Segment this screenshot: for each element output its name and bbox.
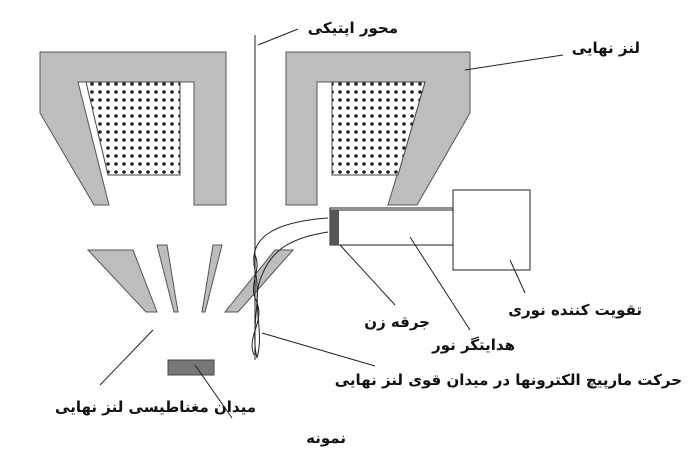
light-guide xyxy=(329,207,454,246)
electron-path xyxy=(256,231,329,359)
label-sample: نمونه xyxy=(306,429,346,447)
right-coil xyxy=(331,81,426,176)
lower-left-pole xyxy=(86,249,158,313)
label-magnetic-field: میدان مغناطیسی لنز نهایی xyxy=(55,398,256,416)
scintillator xyxy=(330,210,339,245)
label-optical-axis: محور اپتیکی xyxy=(308,19,398,38)
label-light-guide: هدایتگر نور xyxy=(431,336,515,354)
label-final-lens: لنز نهایی xyxy=(572,39,640,57)
lower-inner-left-pole xyxy=(156,244,179,313)
left-coil xyxy=(85,81,181,176)
electron-path xyxy=(253,217,329,359)
lower-right-pole xyxy=(223,249,295,313)
label-spiral-motion: حرکت مارپیچ الکترونها در میدان قوی لنز ن… xyxy=(335,371,682,390)
sample xyxy=(167,359,215,376)
lower-inner-right-pole xyxy=(201,244,223,313)
photomultiplier-box xyxy=(452,189,531,271)
electron-spiral xyxy=(251,254,260,356)
label-scintillator: جرقه زن xyxy=(364,313,430,331)
label-photomultiplier: تقویت کننده نوری xyxy=(508,301,642,319)
